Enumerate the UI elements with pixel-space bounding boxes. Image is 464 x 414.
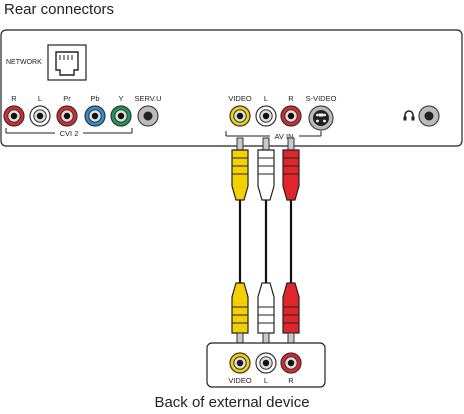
device-jack-video xyxy=(229,352,251,374)
av-jack-label-l: L xyxy=(264,94,268,103)
device-jack-label-r: R xyxy=(288,376,294,385)
av-jack-label-video: VIDEO xyxy=(228,94,252,103)
svideo-jack xyxy=(308,105,334,131)
cvi-group-label: CVI 2 xyxy=(60,129,79,138)
cvi-jack-label-y: Y xyxy=(118,94,123,103)
cvi-bracket xyxy=(5,128,133,134)
cvi-jack-label-r: R xyxy=(11,94,17,103)
network-port xyxy=(47,44,87,81)
cvi-jack-group: R L Pr Pb Y xyxy=(3,94,132,127)
cable-video xyxy=(231,137,249,346)
av-in-jack-group: VIDEO L R xyxy=(228,94,302,127)
headphone-jack xyxy=(418,105,440,127)
cvi-jack-label-l: L xyxy=(38,94,42,103)
rca-plug xyxy=(257,137,275,201)
headphone-icon xyxy=(403,110,415,121)
servu-label: SERV.U xyxy=(134,94,161,103)
rca-cable-set xyxy=(231,137,300,346)
av-jack-l xyxy=(255,105,277,127)
device-jack-label-video: VIDEO xyxy=(228,376,252,385)
rca-plug xyxy=(231,137,249,201)
cvi-jack-label-pr: Pr xyxy=(63,94,71,103)
device-caption: Back of external device xyxy=(154,394,310,411)
cvi-jack-y xyxy=(110,105,132,127)
av-jack-label-r: R xyxy=(288,94,294,103)
rca-plug xyxy=(231,282,249,346)
av-jack-r xyxy=(280,105,302,127)
network-label: NETWORK xyxy=(6,59,42,66)
cvi-jack-pb xyxy=(84,105,106,127)
cvi-jack-l xyxy=(29,105,51,127)
device-jack-r xyxy=(280,352,302,374)
device-jack-group: VIDEO L R xyxy=(228,352,302,385)
cable-audio-left xyxy=(257,137,275,346)
av-in-group-label: AV IN xyxy=(274,132,293,141)
cvi-jack-r xyxy=(3,105,25,127)
device-jack-l xyxy=(255,352,277,374)
servu-jack xyxy=(137,105,159,127)
av-in-bracket xyxy=(225,131,322,137)
svideo-label: S-VIDEO xyxy=(306,94,337,103)
device-jack-label-l: L xyxy=(264,376,268,385)
cvi-jack-pr xyxy=(56,105,78,127)
rca-plug xyxy=(282,137,300,201)
rca-plug xyxy=(282,282,300,346)
rca-plug xyxy=(257,282,275,346)
diagram-title: Rear connectors xyxy=(4,1,115,18)
cable-audio-right xyxy=(282,137,300,346)
av-jack-video xyxy=(229,105,251,127)
cvi-jack-label-pb: Pb xyxy=(90,94,99,103)
